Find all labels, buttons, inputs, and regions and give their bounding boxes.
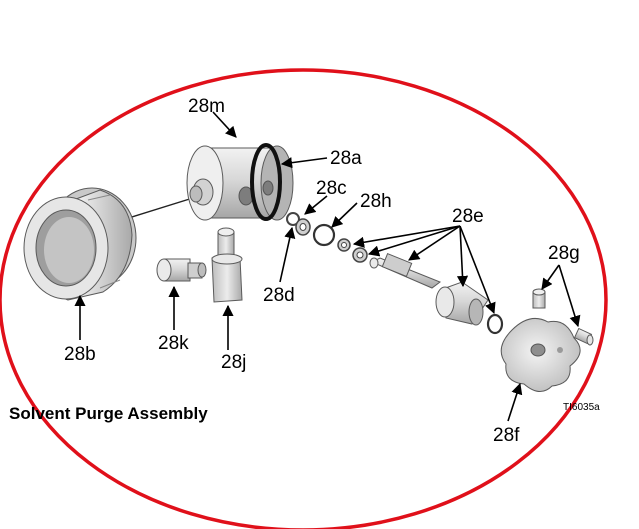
- part-28m-o-ring: [250, 143, 282, 221]
- leader-28h: [331, 202, 358, 228]
- leader-28g: [541, 264, 581, 328]
- callout-28h: 28h: [360, 191, 392, 212]
- part-28b-coupling-nut: [23, 187, 137, 301]
- callout-28d: 28d: [263, 285, 295, 306]
- part-28d-small-ring: [286, 212, 300, 226]
- callout-28f: 28f: [493, 425, 520, 446]
- part-28f-knob: [500, 317, 581, 392]
- part-28e-sleeve: [435, 281, 489, 326]
- part-28e-shaft: [369, 252, 442, 289]
- leader-28a: [280, 157, 328, 169]
- leader-28m: [212, 111, 237, 138]
- part-28h-o-ring: [312, 223, 336, 247]
- part-28a-cap-body: [186, 145, 294, 221]
- callout-28j: 28j: [221, 352, 246, 373]
- leader-28d: [279, 226, 296, 283]
- callout-28b: 28b: [64, 344, 96, 365]
- callout-28g: 28g: [548, 243, 580, 264]
- figure-title: Solvent Purge Assembly: [9, 404, 208, 423]
- part-28g-set-screw-2: [573, 327, 594, 346]
- callout-28k: 28k: [158, 333, 189, 354]
- leader-28e: [352, 225, 496, 315]
- callout-28m: 28m: [188, 96, 225, 117]
- part-28c-washer: [295, 218, 311, 236]
- part-28e-seal-1: [337, 238, 351, 252]
- figure-id: TI6035a: [563, 402, 600, 413]
- part-28k-fitting: [156, 258, 207, 282]
- part-28j-hex-fitting: [211, 227, 243, 303]
- leader-28c: [304, 195, 328, 215]
- part-28e-seal-2: [352, 247, 368, 263]
- callout-28a: 28a: [330, 148, 362, 169]
- highlight-ellipse: [0, 68, 608, 529]
- callout-28e: 28e: [452, 206, 484, 227]
- callout-28c: 28c: [316, 178, 347, 199]
- part-28g-set-screw-1: [532, 288, 546, 309]
- part-28e-o-ring: [486, 313, 504, 335]
- leader-28f: [507, 382, 523, 422]
